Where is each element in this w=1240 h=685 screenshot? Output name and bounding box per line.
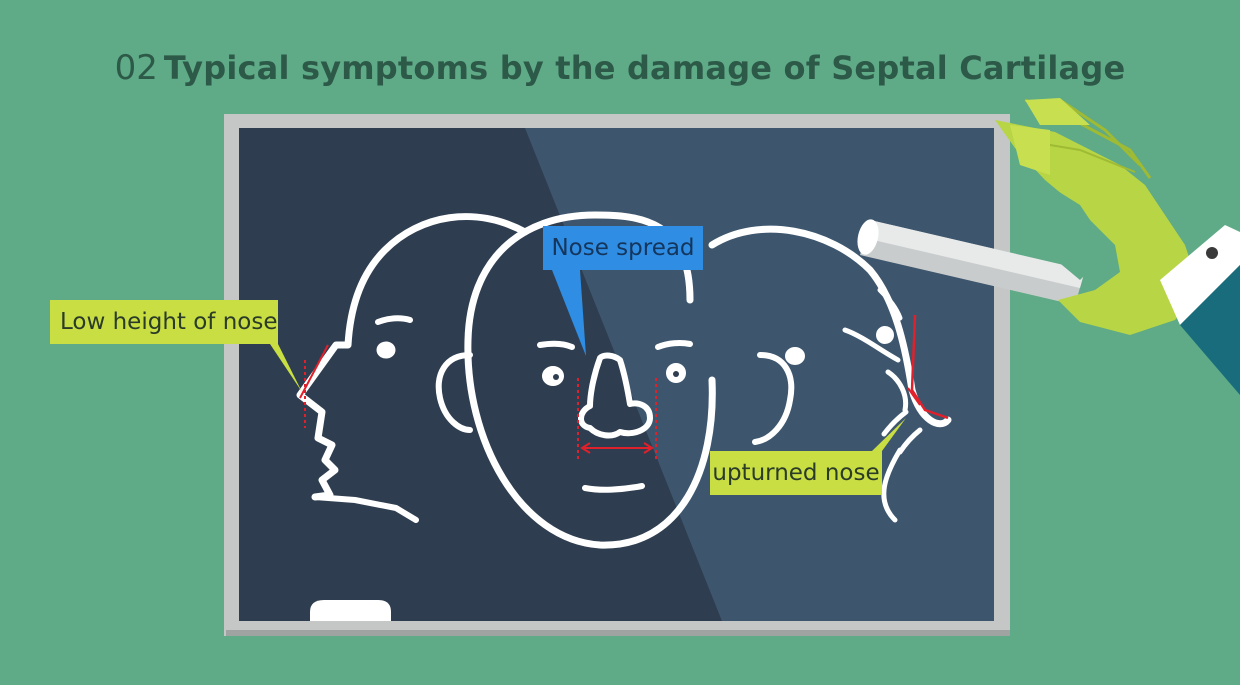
callout-upturned-nose: upturned nose — [710, 451, 882, 495]
callout-pointer-up — [872, 418, 906, 451]
profile-face-left — [296, 213, 529, 523]
callout-pointer-spread — [552, 270, 586, 356]
callout-low-height: Low height of nose — [50, 300, 278, 344]
ear-left — [435, 352, 473, 433]
ear-right — [752, 352, 795, 445]
shirt-cuff — [1160, 225, 1240, 325]
title-text: Typical symptoms by the damage of Septal… — [163, 49, 1126, 87]
red-guide-right — [910, 314, 949, 420]
callout-nose-spread: Nose spread — [543, 226, 703, 270]
hand-icon — [995, 98, 1240, 395]
front-nose — [578, 352, 653, 439]
chalk-stick-icon — [857, 219, 1085, 305]
red-guide-left — [299, 344, 329, 399]
front-face — [464, 211, 716, 549]
title-number: 02 — [114, 48, 158, 88]
sleeve — [1180, 265, 1240, 395]
callout-pointer-low — [270, 344, 302, 392]
eraser-icon — [310, 600, 391, 621]
